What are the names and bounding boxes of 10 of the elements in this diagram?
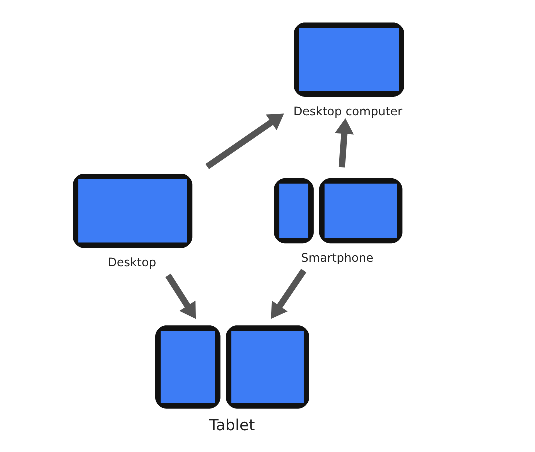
- node-label: Desktop: [107, 256, 156, 270]
- node-box: [72, 174, 192, 248]
- arrow: [334, 118, 354, 168]
- node-label: Desktop computer: [293, 104, 402, 118]
- arrow: [165, 274, 196, 320]
- node-box: [294, 22, 404, 97]
- arrow: [205, 114, 284, 170]
- node-label: Smartphone: [300, 251, 374, 266]
- node-label: Tablet: [208, 416, 255, 434]
- arrow: [270, 269, 306, 320]
